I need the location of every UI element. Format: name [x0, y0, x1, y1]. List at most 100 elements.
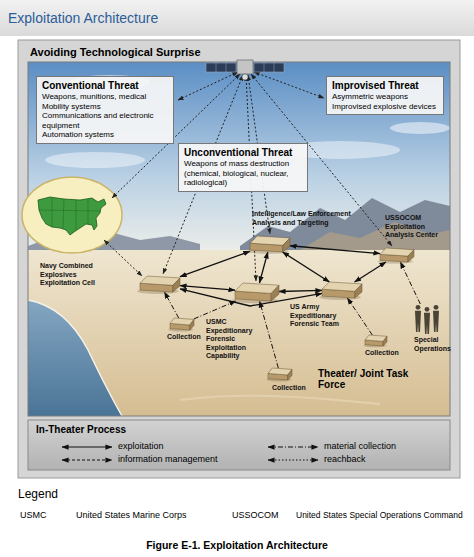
cloud	[45, 152, 145, 168]
legend-text: exploitation	[118, 441, 164, 451]
process-band	[28, 420, 450, 470]
tent-node: Navy Combined Explosives Exploitation Ce…	[140, 276, 180, 292]
threat-item: Improvised explosive devices	[332, 102, 438, 112]
tent-shape	[250, 236, 290, 252]
tent-end	[355, 284, 362, 298]
threat-item: Weapons of mass destruction (chemical, b…	[184, 159, 302, 188]
threat-box: Improvised ThreatAsymmetric weaponsImpro…	[326, 76, 444, 115]
legend-sample	[62, 460, 112, 461]
tent-node: Collection	[268, 368, 292, 380]
threat-heading: Unconventional Threat	[184, 147, 302, 159]
node-label: Intelligence/Law Enforcement Analysis an…	[252, 210, 372, 227]
legend-line-sample	[62, 459, 112, 460]
legend-sample	[268, 460, 318, 461]
tent-end	[190, 319, 194, 330]
node-label: Collection	[365, 349, 410, 358]
node-label: Navy Combined Explosives Exploitation Ce…	[40, 262, 100, 288]
legend-line-sample	[268, 446, 318, 447]
tent-shape	[380, 248, 414, 262]
connector-arrow	[180, 251, 250, 276]
node-label: US Army Expeditionary Forensic Team	[290, 303, 350, 329]
troops-node: Special Operations	[412, 304, 442, 332]
connector-arrow	[400, 262, 420, 304]
threat-heading: Conventional Threat	[42, 80, 168, 92]
troops-shape	[412, 304, 442, 332]
tent-end	[173, 278, 180, 292]
section-heading: Avoiding Technological Surprise	[30, 46, 201, 58]
solar-panel	[206, 63, 236, 72]
region-label: Theater/ Joint Task Force	[318, 368, 410, 390]
satellite-body	[237, 60, 253, 74]
reachback-line	[104, 240, 142, 276]
node-label: Collection	[167, 333, 212, 342]
connector-arrow	[260, 301, 279, 368]
threat-box: Conventional ThreatWeapons, munitions, m…	[36, 76, 174, 144]
soldier-icon	[415, 305, 421, 332]
threat-box: Unconventional ThreatWeapons of mass des…	[178, 143, 308, 192]
cloud	[390, 122, 450, 134]
tent-end	[288, 369, 292, 380]
soldier-body	[424, 313, 430, 334]
threat-item: Automation systems	[42, 130, 168, 140]
tent-node: Intelligence/Law Enforcement Analysis an…	[250, 236, 290, 252]
tent-node: Collection	[170, 318, 194, 330]
tent-node: US Army Expeditionary Forensic Team	[322, 282, 362, 298]
node-label: USSOCOM Exploitation Analysis Center	[385, 214, 447, 240]
tent-end	[283, 238, 290, 252]
soldier-head	[425, 307, 430, 312]
connector-arrow	[279, 290, 322, 291]
desert	[28, 250, 450, 416]
tent-shape	[235, 283, 279, 301]
legend-line-sample	[268, 459, 318, 460]
soldier-head	[434, 305, 439, 310]
node-label: Special Operations	[414, 336, 456, 353]
tent-node: USMC Expeditionary Forensic Exploitation…	[235, 283, 279, 301]
ocean	[28, 300, 122, 416]
us-map	[38, 197, 106, 235]
abbreviation: USSOCOM	[232, 510, 279, 520]
abbreviation-meaning: United States Marine Corps	[76, 510, 187, 520]
coastline	[28, 300, 122, 416]
header-band	[0, 0, 474, 36]
node-label: USMC Expeditionary Forensic Exploitation…	[206, 318, 260, 361]
soldier-head	[416, 305, 421, 310]
soldier-icon	[433, 305, 439, 332]
connector-arrow	[259, 252, 267, 283]
reachback-line	[178, 72, 238, 100]
soldier-icon	[424, 307, 430, 334]
tent-shape	[268, 368, 292, 380]
threat-item: Communications and electronic equipment	[42, 111, 168, 130]
band-heading: In-Theater Process	[36, 424, 126, 435]
connector-arrow	[180, 286, 235, 291]
legend-heading: Legend	[18, 487, 58, 501]
solar-panel	[254, 63, 284, 72]
tent-shape	[322, 282, 362, 298]
mountains	[240, 198, 450, 252]
legend-sample	[268, 447, 318, 448]
page-title: Exploitation Architecture	[8, 10, 158, 26]
legend-text: reachback	[324, 454, 366, 464]
connectors	[164, 246, 420, 368]
abbreviation: USMC	[20, 510, 47, 520]
abbreviation-meaning: United States Special Operations Command	[296, 510, 463, 520]
tent-end	[408, 250, 414, 262]
tent-end	[271, 285, 279, 301]
connector-arrow	[355, 262, 386, 282]
sky	[28, 62, 450, 252]
connector-arrow	[283, 252, 330, 282]
threat-item: Weapons, munitions, medical	[42, 92, 168, 102]
tent-shape	[140, 276, 180, 292]
soldier-body	[415, 311, 421, 332]
dune	[180, 396, 380, 404]
legend-text: information management	[118, 454, 218, 464]
node-label: Collection	[272, 384, 317, 393]
connector-arrow	[164, 292, 178, 318]
tent-shape	[365, 335, 387, 346]
figure-caption: Figure E-1. Exploitation Architecture	[0, 539, 474, 551]
map-circle	[22, 177, 122, 253]
tent-node: Collection	[365, 335, 387, 346]
tent-node: USSOCOM Exploitation Analysis Center	[380, 248, 414, 262]
tent-end	[383, 336, 387, 346]
threat-item: Mobility systems	[42, 102, 168, 112]
